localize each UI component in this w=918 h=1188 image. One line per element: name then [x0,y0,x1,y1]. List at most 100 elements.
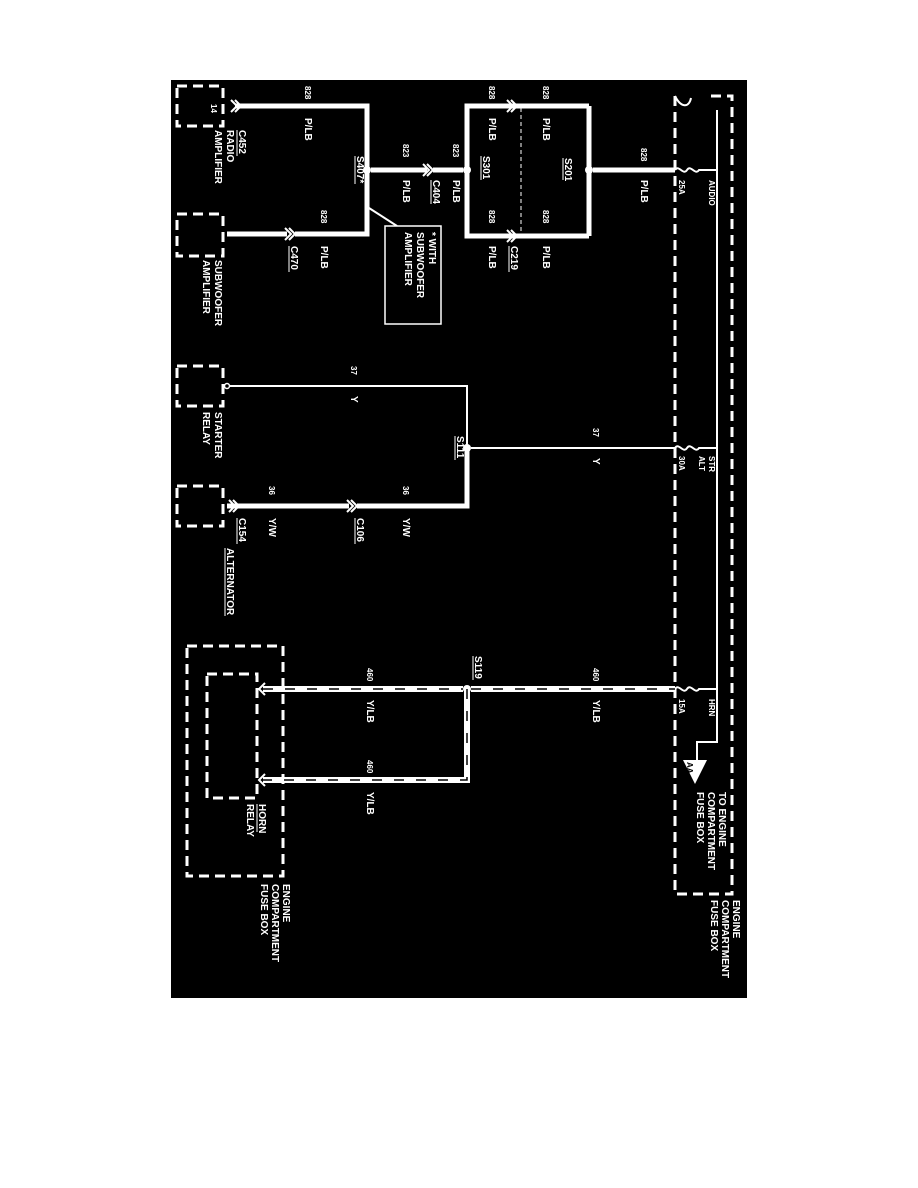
radio-amplifier-box [175,84,225,128]
note-line1: * WITH [426,232,437,264]
c452-chevron-icon [230,99,243,113]
radio-amp-pin: 14 [209,104,218,113]
label-c154: C154 [236,518,247,542]
label-y-left: Y [348,396,359,403]
wire-828-s407-to-subwoofer [295,170,370,237]
wire-460-s119-loop-to-horn-relay [263,689,470,783]
label-ylb-bottom: Y/LB [364,792,375,815]
fuse-box-bottom-outline [185,644,285,878]
fuse-box-top-label-line1: ENGINE [730,900,741,939]
fuse-box-top-label-line2: COMPARTMENT [719,900,730,978]
c404-chevron-icon [422,163,435,177]
label-37-left: 37 [349,366,358,375]
fuse-hrn-icon [674,686,707,692]
fuse-audio-label: AUDIO [707,180,716,206]
note-box [384,225,442,325]
sub-amp-line1: SUBWOOFER [212,260,223,327]
label-s111: S111 [454,436,465,459]
fuse-hrn-rating: 15A [677,699,686,714]
fuse-audio-rating: 25A [677,180,686,195]
fuse-box-top-label-line3: FUSE BOX [708,900,719,951]
label-yw-right: Y/W [400,518,411,537]
fuse-box-bottom-label-line1: ENGINE [280,884,291,923]
sub-amp-line2: AMPLIFIER [200,260,211,315]
wire-828-s201-loop [516,103,592,239]
wire-36-s111-to-c106 [357,448,470,509]
c219-bottom-chevron-icon [506,229,519,243]
splice-s301 [463,166,471,174]
label-plb-823-left: P/LB [400,180,411,203]
label-plb-radio: P/LB [302,118,313,141]
horn-relay-line1: HORN [256,804,267,833]
radio-amp-line1: RADIO [224,130,235,162]
c154-chevron-icon [228,499,241,513]
fuse-hrn-label: HRN [707,699,716,717]
horn-relay-line2: RELAY [244,804,255,837]
label-c404: C404 [430,180,441,204]
fuse-box-bottom-label-line3: FUSE BOX [258,884,269,935]
to-fuse-box-line1: TO ENGINE [716,792,727,847]
c219-top-chevron-icon [506,99,519,113]
fuse-str-alt-icon [674,445,707,451]
aa-branch-wire [696,738,718,760]
starter-relay-terminal-icon [223,382,231,390]
label-s407: S407* [354,156,365,183]
note-line2: SUBWOOFER [414,232,425,299]
label-c219: C219 [508,246,519,270]
fuse-str-label: STR [707,456,716,472]
label-yw-left: Y/W [266,518,277,537]
label-460-right: 460 [591,668,600,682]
label-c452: C452 [236,130,247,154]
label-plb-bottom-left: P/LB [540,246,551,269]
label-37-right: 37 [591,428,600,437]
aa-connector-icon [683,760,707,784]
label-s119: S119 [472,656,483,679]
fuse-box-top-break [674,95,692,107]
label-828-radio: 828 [303,86,312,100]
label-823-left: 823 [401,144,410,158]
label-s301: S301 [480,156,491,180]
fuse-str-alt-rating: 30A [677,456,686,471]
label-plb-fuse: P/LB [638,180,649,203]
c106-chevron-icon [346,499,359,513]
c470-chevron-icon [284,227,297,241]
label-s201: S201 [562,158,573,182]
alternator-box [175,484,225,528]
subwoofer-amplifier-box [175,212,225,258]
label-828-top-left: 828 [541,86,550,100]
label-ylb-mid: Y/LB [364,700,375,723]
starter-relay-line1: STARTER [212,412,223,459]
label-c106: C106 [354,518,365,542]
horn-relay-terminal-bottom-icon [257,773,266,787]
aa-connector-label: AA [685,762,694,774]
label-828-bottom-left: 828 [541,210,550,224]
label-828-top-right: 828 [487,86,496,100]
label-plb-top-right: P/LB [486,118,497,141]
radio-amp-line2: AMPLIFIER [212,130,223,185]
label-828-bottom-right: 828 [487,210,496,224]
label-plb-bottom-right: P/LB [486,246,497,269]
to-fuse-box-line3: FUSE BOX [694,792,705,843]
label-823-right: 823 [451,144,460,158]
label-460-bottom: 460 [365,760,374,774]
fuse-audio-icon [674,167,707,173]
label-460-mid: 460 [365,668,374,682]
label-828-subwoofer: 828 [319,210,328,224]
label-plb-subwoofer: P/LB [318,246,329,269]
fuse-alt-label: ALT [697,456,706,471]
wire-37-s111-to-starter [227,385,468,448]
label-36-right: 36 [401,486,410,495]
label-plb-823-right: P/LB [450,180,461,203]
horn-relay-box [205,672,259,800]
starter-relay-box [175,364,225,408]
alternator-label: ALTERNATOR [224,548,235,616]
label-plb-top-left: P/LB [540,118,551,141]
horn-relay-terminal-top-icon [257,682,266,696]
label-ylb-right: Y/LB [590,700,601,723]
label-c470: C470 [288,246,299,270]
fuse-box-bottom-label-line2: COMPARTMENT [269,884,280,962]
wiring-diagram-svg: AUDIO 25A STR ALT 30A HRN 15A AA TO ENGI… [175,84,741,978]
wire-828-s407-to-radio [235,103,370,170]
note-line3: AMPLIFIER [402,232,413,287]
label-828-fuse: 828 [639,148,648,162]
